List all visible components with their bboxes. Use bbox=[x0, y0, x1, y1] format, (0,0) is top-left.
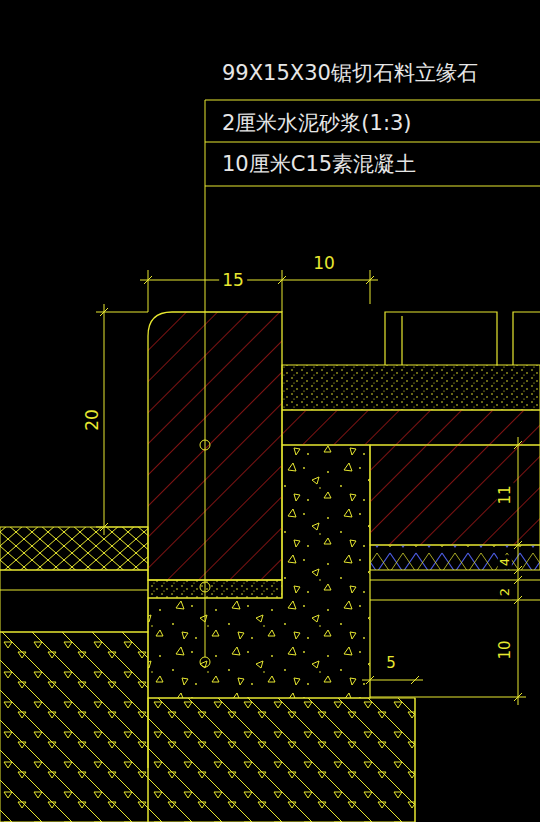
dimension-text: 11 bbox=[497, 482, 514, 507]
dimension-text: 15 bbox=[219, 271, 247, 290]
dimension-text: 5 bbox=[383, 655, 399, 672]
dimension-text: 20 bbox=[83, 406, 102, 434]
layer-note: 99X15X30锯切石料立缘石 bbox=[220, 62, 480, 85]
dimension-text: 4 bbox=[498, 555, 512, 569]
layer-note: 2厘米水泥砂浆(1:3) bbox=[220, 112, 414, 135]
dimension-text: 10 bbox=[497, 637, 514, 662]
layer-note: 10厘米C15素混凝土 bbox=[220, 153, 418, 176]
dimension-text: 10 bbox=[310, 254, 338, 273]
dimension-text: 2 bbox=[498, 585, 512, 599]
